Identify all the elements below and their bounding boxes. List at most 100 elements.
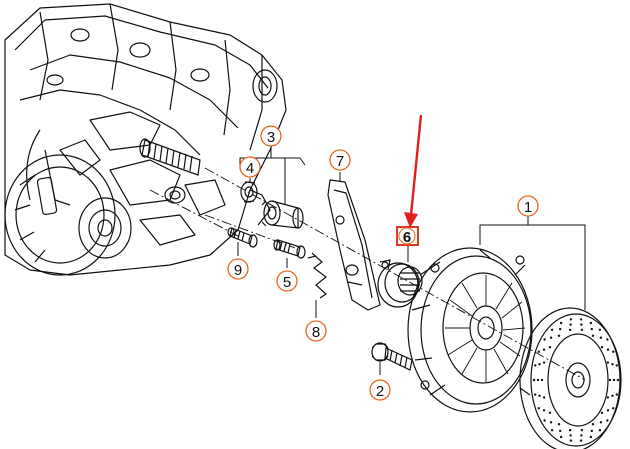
rivet-dot: [580, 328, 584, 331]
rivet-dot: [534, 364, 537, 367]
rivet-dot: [569, 439, 573, 442]
rivet-dot: [598, 429, 602, 432]
callout-1: 1: [517, 195, 539, 217]
callout-1-label: 1: [524, 199, 532, 216]
rivet-dot: [599, 336, 603, 339]
seal-ring-part-4: [240, 181, 258, 203]
rivet-dot: [569, 434, 572, 437]
pointer-arrow: [404, 114, 423, 228]
callout-9-label: 9: [234, 262, 242, 279]
rivet-dot: [612, 407, 615, 410]
rivet-dot: [540, 378, 544, 382]
callout-3: 3: [260, 125, 282, 147]
bolt-part-2: [371, 342, 413, 371]
rivet-dot: [536, 378, 540, 382]
callout-7-label: 7: [336, 153, 344, 170]
callout-5: 5: [276, 270, 298, 292]
rivet-dot: [568, 429, 572, 432]
rivet-dot: [550, 429, 554, 432]
leader-lines: [237, 146, 586, 375]
rivet-dot: [606, 396, 610, 399]
rivet-dot: [580, 434, 583, 437]
rivet-dot: [608, 378, 612, 382]
rivet-dot: [559, 321, 563, 325]
callout-7: 7: [329, 149, 351, 171]
rivet-dot: [591, 423, 595, 426]
rivet-dot: [542, 361, 546, 364]
rivet-dot: [537, 350, 540, 353]
rivet-dot: [600, 346, 604, 349]
rivet-dot: [611, 394, 614, 397]
callout-3-label: 3: [267, 129, 275, 146]
rivet-dot: [579, 439, 583, 442]
rivet-dot: [543, 419, 546, 422]
rivet-dot: [589, 435, 593, 439]
callout-9: 9: [227, 258, 249, 280]
rivet-dot: [537, 407, 540, 410]
callout-4-label: 4: [246, 160, 254, 177]
rivet-dot: [534, 393, 537, 396]
callout-2-label: 2: [376, 383, 384, 400]
rivet-dot: [598, 328, 602, 331]
callout-5-label: 5: [283, 274, 291, 291]
bolt-part-5: [273, 239, 306, 259]
rivet-dot: [606, 419, 609, 422]
pressure-plate: [407, 247, 533, 413]
rivet-dot: [580, 323, 583, 326]
rivet-dot: [606, 361, 610, 364]
rivet-dot: [590, 327, 593, 331]
rivet-dot: [606, 338, 609, 341]
rivet-dot: [615, 364, 618, 367]
rivet-dot: [606, 409, 610, 412]
rivet-dot: [569, 323, 572, 326]
input-shaft: [139, 138, 201, 204]
rivet-dot: [548, 411, 552, 414]
clutch-disc: [519, 307, 622, 449]
rivet-dot: [612, 378, 616, 382]
rivet-dot: [532, 378, 536, 382]
rivet-dot: [612, 350, 615, 353]
rivet-dot: [538, 394, 541, 397]
rivet-dot: [599, 421, 603, 424]
callout-8: 8: [305, 320, 327, 342]
rivet-dot: [580, 429, 584, 432]
callout-6-label: 6: [403, 229, 411, 246]
bolt-part-9: [227, 227, 258, 248]
rivet-dot: [591, 334, 595, 337]
rivet-dot: [606, 348, 610, 351]
rivet-dot: [543, 338, 546, 341]
callout-6: 6: [396, 226, 419, 246]
rivet-dot: [616, 378, 620, 382]
callout-2: 2: [369, 379, 391, 401]
rivet-dot: [549, 336, 553, 339]
gearbox-housing: [4, 3, 287, 276]
rivet-dot: [559, 327, 562, 331]
rivet-dot: [550, 328, 554, 331]
callout-4: 4: [239, 156, 261, 178]
rivet-dot: [600, 411, 604, 414]
rivet-dot: [589, 321, 593, 325]
rivet-dot: [590, 429, 593, 433]
rivet-dot: [611, 363, 614, 366]
rivet-dot: [579, 318, 583, 321]
rivet-dot: [542, 409, 546, 412]
rivet-dot: [542, 348, 546, 351]
rivet-dot: [568, 328, 572, 331]
callout-8-label: 8: [312, 324, 320, 341]
rivet-dot: [569, 318, 573, 321]
release-bearing-part-6: [377, 259, 423, 308]
rivet-dot: [559, 435, 563, 439]
release-lever-part-7: [327, 179, 381, 311]
rivet-dot: [548, 346, 552, 349]
clip-spring-part-8: [307, 252, 327, 299]
rivet-dot: [542, 396, 546, 399]
rivet-dot: [557, 423, 561, 426]
rivet-dot: [538, 363, 541, 366]
bell-housing: [4, 149, 132, 276]
rivet-dot: [549, 421, 553, 424]
rivet-dot: [615, 393, 618, 396]
guide-sleeve-part-3: [261, 200, 304, 229]
rivet-dot: [557, 334, 561, 337]
rivet-dot: [559, 429, 562, 433]
